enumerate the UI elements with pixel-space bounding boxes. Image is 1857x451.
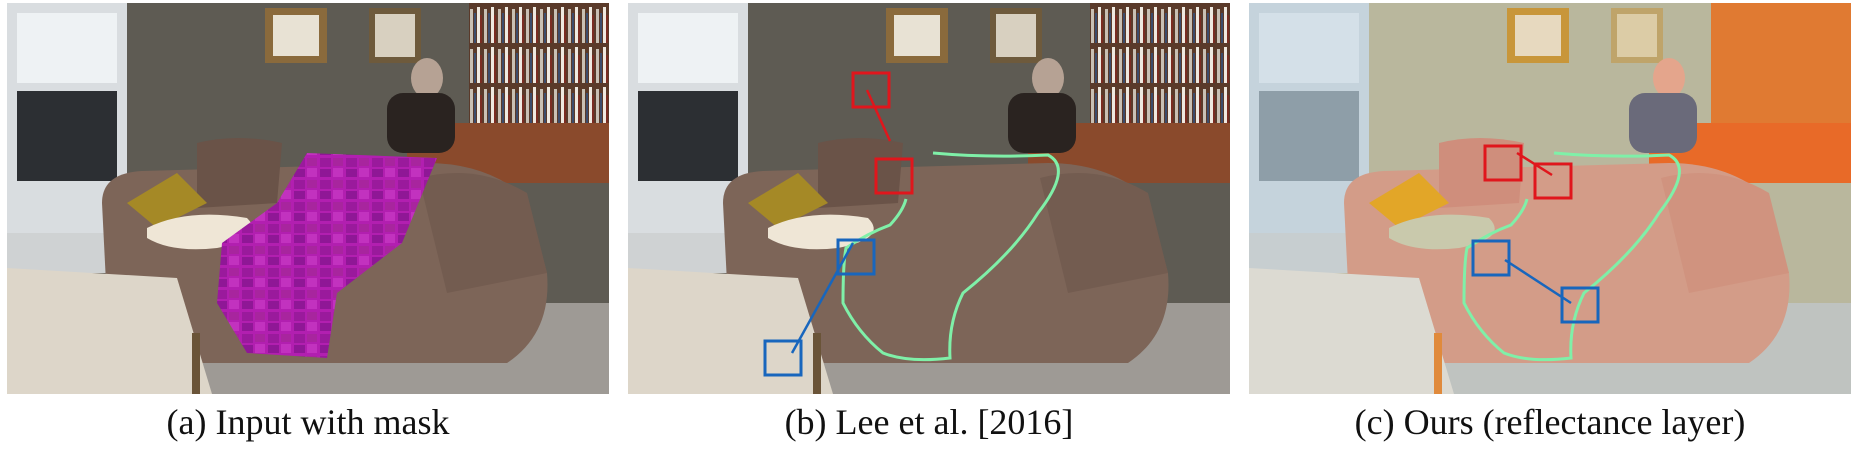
blue-zoom-box [836,238,876,276]
caption-panel-b: (b) Lee et al. [2016] [784,402,1074,442]
panel-lee-et-al [628,3,1230,394]
blue-zoom-box [763,339,803,377]
mask-region [217,153,437,358]
caption-panel-a: (a) Input with mask [166,402,450,442]
caption-panel-c: (c) Ours (reflectance layer) [1354,402,1746,442]
red-zoom-box [1483,144,1523,182]
input-image [7,3,609,394]
red-zoom-box [851,71,891,109]
reflectance-image [1249,3,1851,394]
panel-ours-reflectance [1249,3,1851,394]
coffee-table [7,268,212,394]
panel-input-with-mask [7,3,609,394]
person [411,58,443,98]
red-zoom-box [874,157,914,195]
yellow-pillow [127,173,207,228]
red-zoom-box [1533,162,1573,200]
blue-zoom-box [1471,239,1511,277]
blue-zoom-box [1560,286,1600,324]
lee-result-image [628,3,1230,394]
